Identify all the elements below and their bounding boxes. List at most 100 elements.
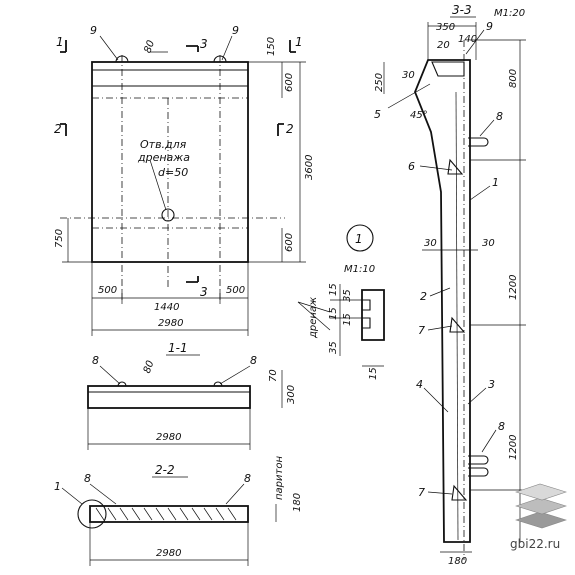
- wall-top-lip: [431, 61, 465, 77]
- s3-dim-lip: 20: [437, 40, 450, 51]
- dim-height: 3600: [304, 155, 315, 180]
- wall-rebar-line: [455, 91, 459, 541]
- section-1-callout-right: 8: [250, 354, 257, 367]
- s3-dim-bottom-width: 180: [448, 556, 467, 567]
- s3-dim-mid-1: 1200: [508, 275, 519, 300]
- dim-bottom-band: 600: [284, 233, 295, 252]
- section-mark-2-right: [277, 123, 284, 136]
- stiffener-6: [447, 158, 464, 175]
- wall-profile: [414, 59, 471, 543]
- panel-outline: [91, 61, 249, 263]
- section-1-title: 1-1: [168, 341, 188, 355]
- node-1-number: 1: [355, 232, 363, 246]
- lifting-loop-left: [115, 55, 129, 63]
- section-1-loops: [117, 381, 223, 387]
- callout-9-left: 9: [90, 24, 97, 37]
- section-2-hatch: [95, 507, 237, 521]
- hole-leader: [149, 159, 167, 211]
- leader-8-s2-left: [89, 483, 117, 505]
- s3-leader-2: [429, 287, 451, 297]
- s3-dim-angle: 45°: [410, 110, 428, 121]
- section-1-dim-height: 300: [286, 385, 297, 404]
- s3-leader-5: [387, 83, 431, 109]
- s3-dim-flange: 30: [402, 70, 415, 81]
- leader-node-1: [61, 487, 83, 505]
- section-3-scale: М1:20: [494, 8, 525, 19]
- s3-leader-4: [423, 387, 449, 413]
- section-2-side-label: паритон: [274, 456, 285, 500]
- hole-label-line1: Отв.для: [140, 138, 187, 151]
- s3-leader-7-top: [427, 325, 453, 331]
- s3-dim-mid-2: 1200: [508, 435, 519, 460]
- s3-callout-6: 6: [408, 160, 415, 173]
- lifting-loop-right: [213, 55, 227, 63]
- node-1-dim-d: 15: [342, 313, 353, 326]
- dim-top-band: 600: [284, 73, 295, 92]
- section-2-right-label: 2: [286, 122, 294, 136]
- section-1-callout-left: 8: [92, 354, 99, 367]
- stiffener-7-bottom: [451, 484, 468, 501]
- section-3-title: 3-3: [452, 3, 472, 17]
- node-1-side-leader-2: [297, 301, 331, 331]
- node-1-dim-c: 15: [328, 307, 339, 320]
- node-1-dim-a: 15: [328, 283, 339, 296]
- node-1-circle: [346, 224, 374, 252]
- watermark-logo: [515, 483, 567, 529]
- s3-callout-9: 9: [486, 20, 493, 33]
- watermark-text: gbi22.ru: [510, 537, 560, 551]
- node-1-profile: [361, 289, 385, 341]
- section-2-2: 2-2 1 8 8 паритон 180 2980: [54, 456, 303, 566]
- dim-width: 2980: [158, 318, 183, 329]
- s3-callout-1: 1: [492, 176, 499, 189]
- s3-callout-7-top: 7: [418, 324, 425, 337]
- s3-leader-3: [467, 387, 487, 405]
- node-1-detail: 1 М1:10 15 35 15 15 35 15 дренаж: [297, 224, 385, 380]
- s3-leader-9: [465, 29, 485, 55]
- leader-8-right: [219, 365, 251, 385]
- node-1-scale: М1:10: [344, 264, 375, 275]
- section-3-bottom-label: 3: [200, 285, 208, 299]
- s3-dim-inner: 140: [458, 34, 477, 45]
- callout-leader-9-right: [221, 35, 233, 61]
- section-mark-3-top: [186, 45, 199, 52]
- dim-top-offset: 80: [142, 39, 157, 55]
- anchor-8-bottom: [468, 455, 489, 477]
- s3-callout-7-bottom: 7: [418, 486, 425, 499]
- s3-leader-8-bottom: [481, 429, 497, 453]
- dim-top-small: 150: [266, 37, 277, 56]
- section-1-dim-offset: 80: [142, 359, 157, 375]
- leader-8-left: [99, 365, 121, 385]
- section-2-callout-right: 8: [244, 472, 251, 485]
- section-1-1: 1-1 8 8 80 70 300 2980: [87, 341, 297, 450]
- hole-label-line2: дренажа: [137, 151, 190, 164]
- section-mark-1-left: [60, 40, 67, 53]
- node-1-side-label: дренаж: [308, 297, 319, 339]
- stiffener-7-top: [449, 316, 466, 333]
- section-2-left-label: 2: [54, 122, 62, 136]
- node-1-marker: [77, 499, 107, 529]
- section-2-outline: [89, 505, 249, 523]
- watermark-slab-middle: [515, 497, 567, 515]
- node-1-dim-f: 15: [368, 367, 379, 380]
- s3-dim-thickness-right: 30: [482, 238, 495, 249]
- section-3-3: 3-3 М1:20 350 140 20 30 250 45° 800 1200…: [374, 3, 526, 567]
- drain-hole: [161, 208, 175, 222]
- leader-8-s2-right: [225, 483, 245, 505]
- s3-leader-1: [469, 185, 491, 201]
- dim-left-bottom: 750: [54, 229, 65, 248]
- s3-callout-4: 4: [416, 378, 423, 391]
- section-1-outline: [87, 385, 251, 409]
- section-2-title: 2-2: [155, 463, 175, 477]
- section-1-dim-width: 2980: [156, 432, 181, 443]
- watermark-slab-bottom: [515, 511, 567, 529]
- dim-right-edge: 500: [226, 285, 245, 296]
- watermark-slab-top: [515, 483, 567, 501]
- s3-callout-8-top: 8: [496, 110, 503, 123]
- section-1-left-label: 1: [56, 35, 64, 49]
- section-mark-1-right: [289, 40, 296, 53]
- s3-dim-thickness-left: 30: [424, 238, 437, 249]
- dim-left-edge: 500: [98, 285, 117, 296]
- watermark: gbi22.ru: [510, 483, 567, 551]
- callout-leader-9-left: [99, 35, 119, 61]
- s3-callout-5: 5: [374, 108, 381, 121]
